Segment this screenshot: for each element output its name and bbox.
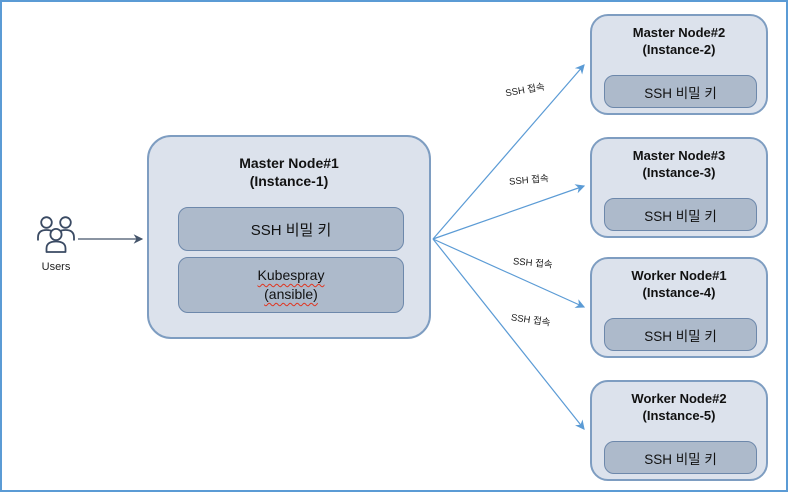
node-title-line2: (Instance-1) (249, 173, 329, 189)
ssh-key-box: SSH 비밀 키 (604, 75, 757, 108)
users-figure: Users (32, 214, 80, 273)
users-label: Users (41, 261, 71, 273)
node-master-3: Master Node#3 (Instance-3) SSH 비밀 키 (590, 137, 768, 238)
node-title-line1: Worker Node#1 (631, 268, 727, 283)
node-title: Worker Node#2 (Instance-5) (592, 390, 766, 424)
node-title-line2: (Instance-3) (642, 165, 716, 180)
node-title-line2: (Instance-5) (642, 408, 716, 423)
node-title: Master Node#2 (Instance-2) (592, 24, 766, 58)
arrow-master1-to-worker2 (432, 238, 585, 430)
ssh-key-label: SSH 비밀 키 (644, 451, 717, 467)
node-master-1-title: Master Node#1 (Instance-1) (149, 154, 429, 190)
kubespray-box: Kubespray (ansible) (178, 257, 404, 313)
ssh-key-label: SSH 비밀 키 (250, 221, 332, 239)
node-title-line2: (Instance-2) (642, 42, 716, 57)
kubespray-label-line1: Kubespray (257, 267, 325, 283)
ssh-connection-label: SSH 접속 (504, 81, 546, 100)
node-master-1: Master Node#1 (Instance-1) SSH 비밀 키 Kube… (147, 135, 431, 339)
ssh-key-box: SSH 비밀 키 (604, 318, 757, 351)
node-title-line1: Worker Node#2 (631, 391, 727, 406)
ssh-key-label: SSH 비밀 키 (644, 208, 717, 224)
node-title: Master Node#3 (Instance-3) (592, 147, 766, 181)
ssh-connection-label: SSH 접속 (508, 173, 550, 188)
node-master-2: Master Node#2 (Instance-2) SSH 비밀 키 (590, 14, 768, 115)
ssh-key-box: SSH 비밀 키 (604, 441, 757, 474)
node-title-line1: Master Node#1 (239, 155, 339, 171)
ssh-key-label: SSH 비밀 키 (644, 85, 717, 101)
users-group-icon (37, 216, 75, 253)
arrow-master1-to-master3 (432, 184, 586, 240)
node-title-line1: Master Node#2 (632, 25, 726, 40)
ssh-key-box-master-1: SSH 비밀 키 (178, 207, 404, 251)
node-title-line1: Master Node#3 (632, 148, 726, 163)
ssh-connection-label: SSH 접속 (510, 312, 552, 329)
node-title-line2: (Instance-4) (642, 285, 716, 300)
ssh-key-box: SSH 비밀 키 (604, 198, 757, 231)
ssh-key-label: SSH 비밀 키 (644, 328, 717, 344)
arrow-master1-to-worker1 (432, 238, 586, 308)
node-worker-2: Worker Node#2 (Instance-5) SSH 비밀 키 (590, 380, 768, 481)
kubespray-label-line2: (ansible) (264, 286, 318, 302)
node-title: Worker Node#1 (Instance-4) (592, 267, 766, 301)
ssh-connection-label: SSH 접속 (512, 256, 553, 271)
node-worker-1: Worker Node#1 (Instance-4) SSH 비밀 키 (590, 257, 768, 358)
